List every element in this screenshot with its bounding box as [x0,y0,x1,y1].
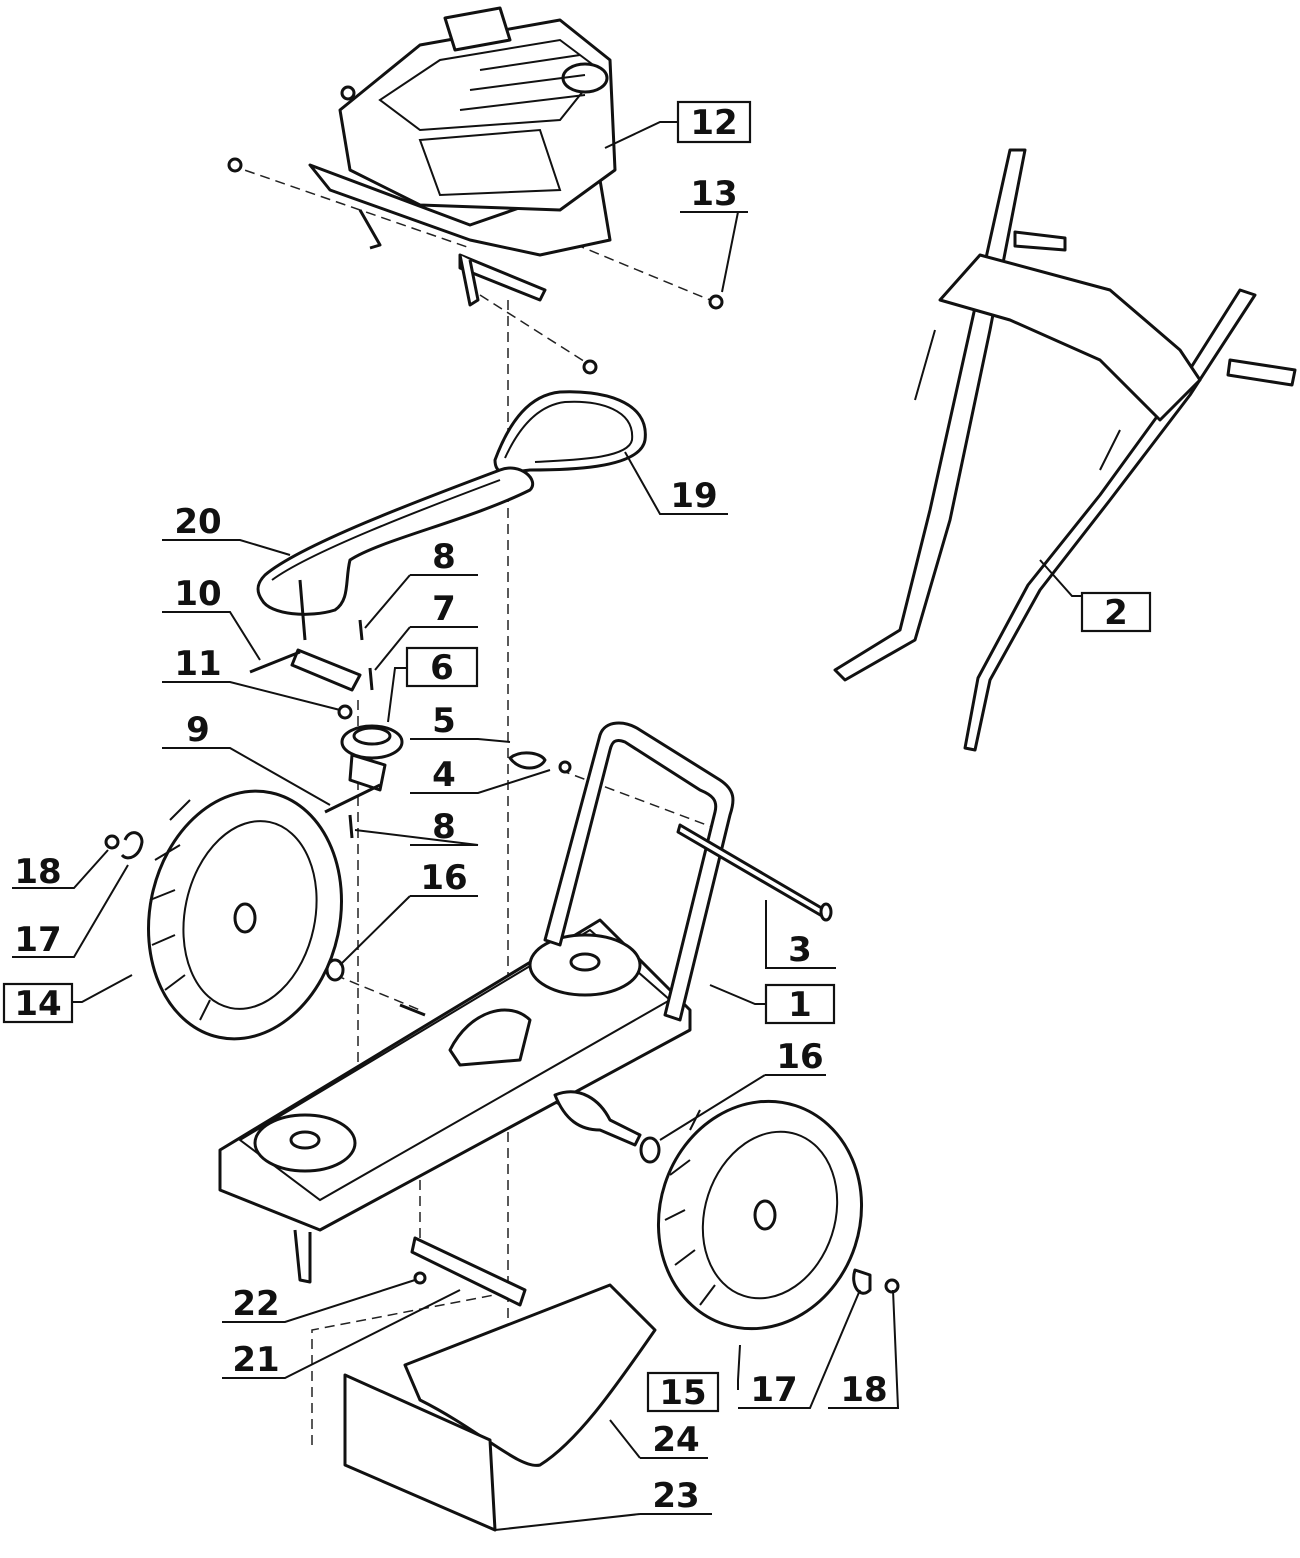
callout-11-label: 11 [174,644,221,684]
callout-17-right-label: 17 [750,1370,797,1410]
callout-15: 15 [646,1371,720,1413]
callout-6-label: 6 [430,648,454,688]
callout-6-box [405,646,479,688]
callout-15-label: 15 [659,1373,706,1413]
callout-19-label: 19 [670,476,717,516]
callout-14-box [2,982,74,1024]
skid-plate-parts [343,1236,657,1532]
wheel-15 [656,1099,900,1331]
callout-2: 2 [1080,591,1152,633]
callout-23-label: 23 [652,1476,699,1516]
callout-1-label: 1 [788,985,812,1025]
callout-24-label: 24 [652,1420,699,1460]
callout-17-left-label: 17 [14,920,61,960]
callout-15-box [646,1371,720,1413]
callout-4-label: 4 [432,755,456,795]
callout-6: 6 [405,646,479,688]
callout-3-label: 3 [788,930,812,970]
callout-8-bottom-label: 8 [432,807,456,847]
callout-10-label: 10 [174,574,221,614]
callout-8-top-label: 8 [432,537,456,577]
callout-14: 14 [2,982,74,1024]
callout-2-box [1080,591,1152,633]
callout-5-label: 5 [432,701,456,741]
callout-12: 12 [676,100,752,144]
callout-21-label: 21 [232,1340,279,1380]
callout-18-left-label: 18 [14,852,61,892]
callout-12-box [676,100,752,144]
callout-14-label: 14 [14,984,61,1024]
tensioner-parts [249,579,572,839]
callout-20-label: 20 [174,502,221,542]
callout-18-right-label: 18 [840,1370,887,1410]
callout-labels: 12 13 2 19 20 8 10 7 11 6 5 9 4 8 18 16 … [2,100,1152,1516]
wheel-14 [104,789,343,1041]
callout-7-label: 7 [432,589,456,629]
callout-1: 1 [764,983,836,1025]
callout-2-label: 2 [1104,593,1128,633]
drive-belt-19 [493,390,647,474]
callout-16-bottom-label: 16 [776,1037,823,1077]
callout-1-box [764,983,836,1025]
engine-assembly [227,6,724,375]
callout-12-label: 12 [690,103,737,143]
callout-9-label: 9 [186,710,210,750]
callout-13-label: 13 [690,174,737,214]
leader-lines [12,121,1082,1531]
drive-belt-20 [256,466,534,616]
handlebar-assembly [833,148,1297,752]
callout-16-top-label: 16 [420,858,467,898]
callout-22-label: 22 [232,1284,279,1324]
chassis-frame [218,721,833,1284]
